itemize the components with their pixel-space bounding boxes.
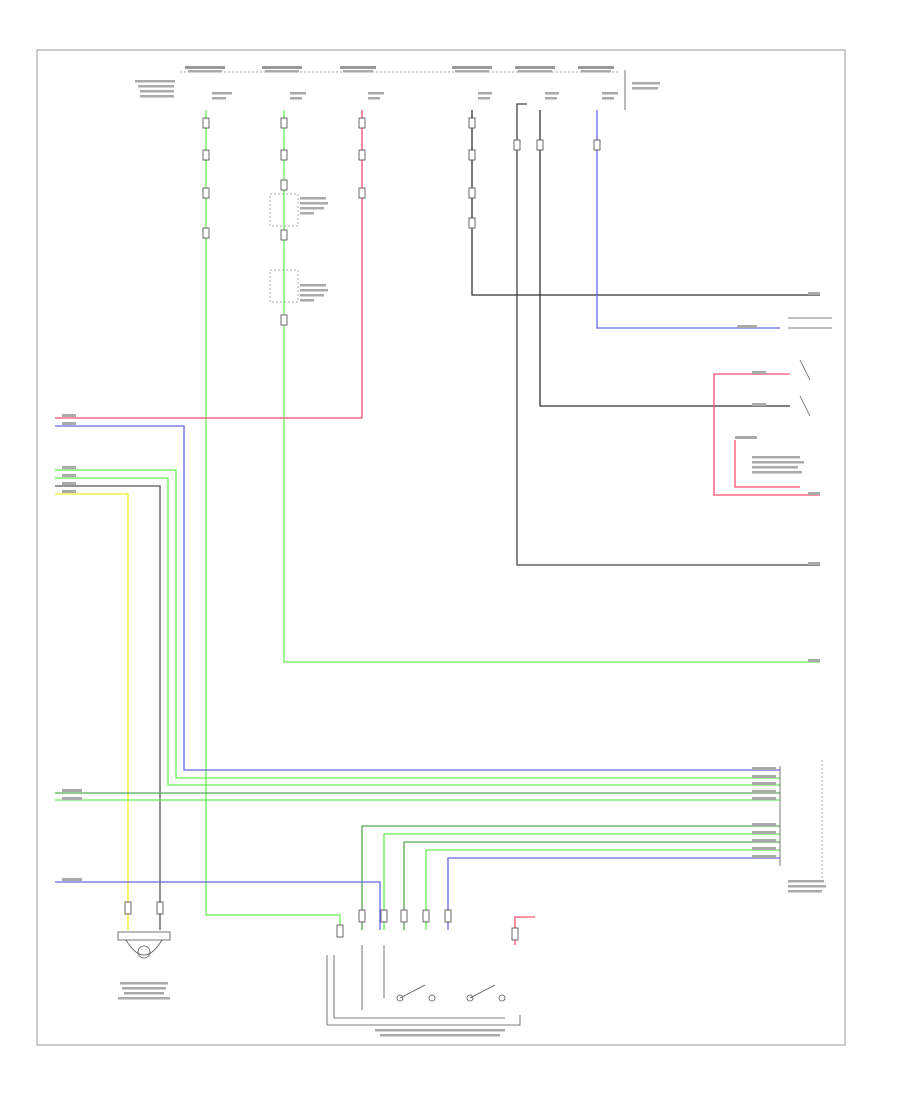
relay-upper	[269, 193, 299, 227]
wire-green-left-2	[55, 477, 780, 786]
top-source-labels	[135, 66, 660, 98]
right-edge-marks	[735, 292, 820, 662]
wire-green-s4	[425, 849, 780, 930]
relay-lower	[269, 269, 299, 303]
left-edge-marks	[62, 414, 82, 881]
wire-yellow-left	[55, 493, 129, 930]
wire-green-s3	[403, 841, 780, 930]
wire-green-left-1	[55, 469, 780, 779]
wire-green-1	[205, 110, 341, 930]
wire-blue-s6	[55, 881, 381, 930]
fuse-labels	[212, 92, 618, 100]
wire-blue-left	[55, 425, 780, 771]
wire-blue-1	[596, 110, 780, 329]
connector-marks	[124, 117, 601, 941]
brake-switch	[752, 317, 832, 474]
wire-black-3	[516, 103, 820, 566]
shift-switch	[326, 945, 521, 1037]
wire-red-2	[713, 373, 820, 496]
wire-black-left	[55, 485, 161, 930]
wire-red-1	[55, 110, 363, 419]
relay-labels	[300, 197, 328, 302]
sensor-block	[752, 760, 826, 893]
wire-green-2	[283, 110, 820, 663]
wire-green-s2	[383, 833, 780, 930]
wire-blue-s5	[447, 857, 780, 930]
wire-black-2	[539, 110, 790, 407]
wire-green-s1	[361, 825, 780, 930]
wire-black-1	[471, 110, 820, 296]
range-sensor	[117, 931, 171, 1000]
wire-red-3	[734, 440, 800, 488]
diagram-frame	[36, 49, 846, 1046]
